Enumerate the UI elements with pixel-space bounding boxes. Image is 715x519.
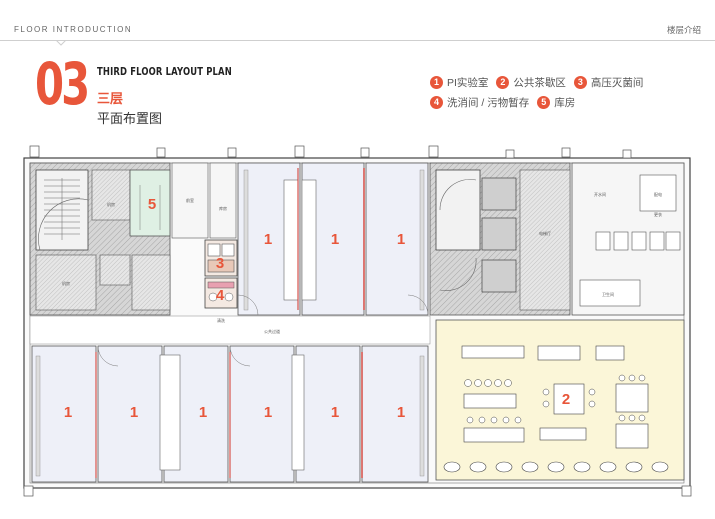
room-label-restroom: 卫生间: [602, 291, 614, 297]
room-number-lab: 1: [264, 404, 272, 421]
floor-number: 03: [35, 50, 90, 118]
header-notch-icon: [56, 40, 66, 46]
legend-label: 公共茶歇区: [513, 76, 566, 89]
left-small-room: [99, 254, 131, 286]
legend-item-storage: 5 库房: [537, 95, 575, 110]
legend-number-badge: 4: [430, 95, 443, 109]
title-floor-chinese: 三层: [97, 91, 124, 106]
room-label-elevator-hall: 电梯厅: [539, 230, 551, 236]
storeroom-small: [209, 162, 237, 239]
legend-item-autoclave: 3 高压灭菌间: [573, 75, 644, 90]
legend-label: 库房: [554, 96, 576, 109]
title-subtitle-chinese: 平面布置图: [97, 111, 163, 126]
floor-plan: 前室 库房 机房 机房 清洗 电梯厅 开水间 配电 更衣 卫生间 公共过道 5 …: [23, 145, 692, 497]
pantry-seats: [464, 374, 646, 424]
header-divider: [0, 40, 715, 41]
pantry-furniture: [461, 345, 649, 449]
legend-number-badge: 3: [573, 75, 587, 89]
legend-label: PI实验室: [447, 76, 489, 89]
room-label-power: 配电: [654, 191, 662, 197]
room-label-water: 开水间: [594, 191, 606, 197]
section-title-zh: 楼层介绍: [666, 25, 701, 35]
room-number-lab: 1: [64, 404, 72, 421]
legend-item-wash-room: 4 洗消间 / 污物暂存: [430, 95, 529, 110]
room-number-lab: 1: [130, 404, 138, 421]
room-label-storeroom: 库房: [219, 205, 227, 211]
legend-number-badge: 2: [496, 75, 510, 89]
room-number-wash: 4: [216, 287, 225, 304]
section-title-en: FLOOR INTRODUCTION: [14, 25, 133, 34]
room-number-tea-break: 2: [562, 391, 570, 408]
anteroom: [171, 162, 209, 239]
left-wc-room: [131, 254, 171, 311]
room-number-lab: 1: [397, 404, 405, 421]
room-number-lab: 1: [331, 231, 339, 248]
legend-row-1: 1 PI实验室 2 公共茶歇区 3 高压灭菌间: [430, 72, 715, 92]
room-number-lab: 1: [397, 231, 405, 248]
room-number-autoclave: 3: [216, 255, 224, 272]
room-number-lab: 1: [264, 231, 272, 248]
elevator-1: [481, 177, 517, 211]
room-label-changing: 更衣: [654, 211, 662, 217]
pantry-bottom-seating: [443, 461, 669, 473]
room-number-lab: 1: [331, 404, 339, 421]
right-stairwell: [435, 169, 481, 251]
elevator-2: [481, 217, 517, 251]
room-number-storage: 5: [148, 196, 156, 213]
public-corridor: [29, 315, 431, 345]
legend-number-badge: 1: [430, 75, 443, 89]
page-header: FLOOR INTRODUCTION 楼层介绍: [0, 0, 715, 40]
stair-treads: [44, 178, 80, 240]
legend-item-pi-lab: 1 PI实验室: [430, 75, 488, 90]
room-label-wash: 清洗: [217, 317, 225, 323]
legend-row-2: 4 洗消间 / 污物暂存 5 库房: [430, 92, 715, 112]
legend-item-tea-break: 2 公共茶歇区: [496, 75, 566, 90]
storage-room: [129, 169, 171, 237]
toilet-stalls: [595, 231, 681, 251]
legend: 1 PI实验室 2 公共茶歇区 3 高压灭菌间 4 洗消间 / 污物暂存 5 库…: [430, 72, 715, 112]
elevator-3: [481, 259, 517, 293]
elevator-lobby: [519, 169, 571, 311]
room-number-lab: 1: [199, 404, 207, 421]
title-english: THIRD FLOOR LAYOUT PLAN: [97, 66, 232, 78]
room-label-anteroom: 前室: [186, 197, 194, 203]
upper-lab-block: [237, 162, 429, 316]
structural-columns: [23, 145, 692, 497]
corridor-label: 公共过道: [264, 328, 280, 334]
room-label-machine-upper: 机房: [107, 201, 115, 207]
lower-lab-block: [31, 345, 429, 483]
legend-label: 高压灭菌间: [590, 76, 644, 89]
room-label-machine-left: 机房: [62, 280, 70, 286]
left-machine-room: [35, 254, 97, 311]
left-shaft-room: [91, 169, 131, 221]
legend-label: 洗消间 / 污物暂存: [447, 96, 530, 109]
legend-number-badge: 5: [537, 95, 551, 109]
